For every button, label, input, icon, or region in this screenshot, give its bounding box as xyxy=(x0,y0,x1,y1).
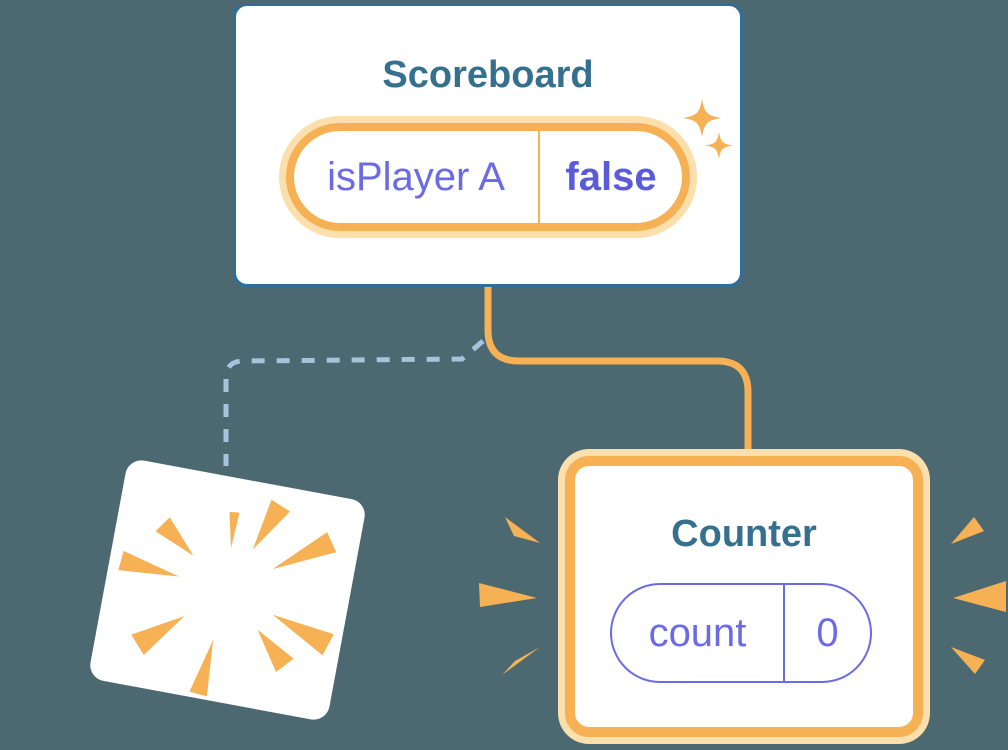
counter-card: Counter count 0 xyxy=(565,456,923,737)
pill-divider xyxy=(538,131,540,223)
state-name-label: count xyxy=(648,611,747,655)
scoreboard-state-pill: isPlayer A false xyxy=(286,123,690,231)
counter-state-pill: count 0 xyxy=(610,583,872,683)
scoreboard-title: Scoreboard xyxy=(382,54,594,96)
emphasis-burst-left-icon xyxy=(479,517,540,675)
state-value-label: 0 xyxy=(816,611,839,655)
counter-title: Counter xyxy=(671,513,817,555)
state-name-label: isPlayer A xyxy=(327,155,505,199)
state-value-label: false xyxy=(565,155,657,199)
removed-card xyxy=(87,457,368,723)
sparkles-icon xyxy=(683,99,733,159)
pill-divider xyxy=(783,585,785,681)
scoreboard-card: Scoreboard isPlayer A false xyxy=(233,3,743,287)
connector-solid-line xyxy=(484,285,752,460)
poof-burst-icon xyxy=(118,499,337,697)
connector-dashed-line xyxy=(223,339,485,466)
emphasis-burst-right-icon xyxy=(951,517,1006,674)
